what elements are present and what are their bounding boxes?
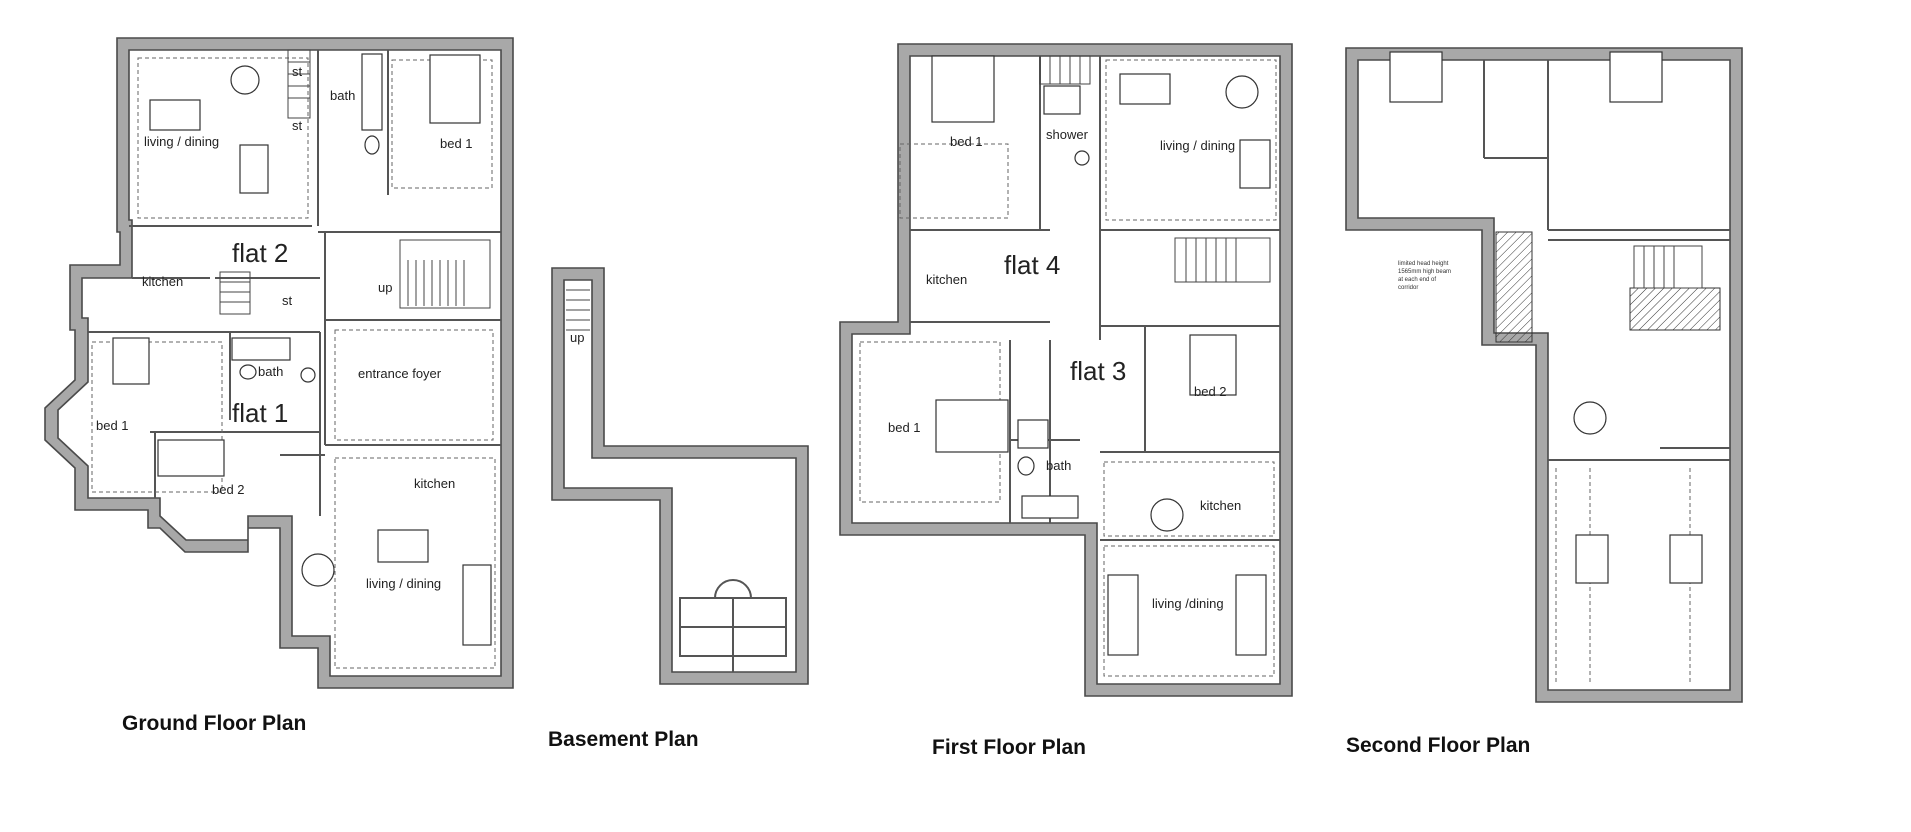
shower-tray-icon bbox=[1043, 85, 1081, 115]
armchair-icon bbox=[1107, 574, 1139, 656]
basement-window bbox=[679, 579, 787, 672]
ground-floor-plan: living / dining st st bath bed 1 flat 2 … bbox=[44, 37, 514, 735]
room-label-bed-1: bed 1 bbox=[96, 418, 129, 433]
sofa-icon bbox=[1119, 73, 1171, 105]
ground-outer-wall bbox=[44, 37, 514, 689]
plan-title-ground-floor: Ground Floor Plan bbox=[122, 712, 306, 735]
first-fixtures bbox=[931, 55, 1271, 656]
room-label-bed-1: bed 1 bbox=[888, 420, 921, 435]
armchair-icon bbox=[1575, 534, 1609, 584]
second-fixtures bbox=[1389, 51, 1703, 584]
bed-icon bbox=[1189, 334, 1237, 396]
sink-icon bbox=[300, 367, 316, 383]
room-label-bath: bath bbox=[1046, 458, 1071, 473]
stair-label-up: up bbox=[378, 280, 392, 295]
ground-inner-walls bbox=[88, 50, 501, 516]
room-label-bath: bath bbox=[258, 364, 283, 379]
bed-icon bbox=[931, 55, 995, 123]
shower-tray-icon bbox=[1017, 419, 1049, 449]
room-label-bath: bath bbox=[330, 88, 355, 103]
armchair-icon bbox=[1235, 574, 1267, 656]
first-outer-wall bbox=[839, 43, 1293, 697]
armchair-icon bbox=[1239, 139, 1271, 189]
room-label-living-dining: living /dining bbox=[1152, 596, 1224, 611]
flat-label-flat-1: flat 1 bbox=[232, 398, 288, 428]
room-label-living-dining: living / dining bbox=[1160, 138, 1235, 153]
ground-room-outlines bbox=[91, 57, 496, 669]
first-floor-plan: bed 1 shower living / dining flat 4 kitc… bbox=[839, 43, 1293, 759]
room-label-store: st bbox=[282, 293, 293, 308]
room-label-bed-2: bed 2 bbox=[1194, 384, 1227, 399]
second-outer-wall bbox=[1345, 47, 1743, 703]
room-label-bed-1: bed 1 bbox=[950, 134, 983, 149]
head-height-note: limited head height bbox=[1398, 261, 1449, 267]
second-beam-hatch bbox=[1495, 231, 1721, 343]
room-label-kitchen: kitchen bbox=[414, 476, 455, 491]
room-label-store: st bbox=[292, 64, 303, 79]
basement-outer-wall bbox=[551, 267, 809, 685]
room-label-bed-1: bed 1 bbox=[440, 136, 473, 151]
room-label-kitchen: kitchen bbox=[142, 274, 183, 289]
second-floor-plan: limited head height 1565mm high beam at … bbox=[1345, 47, 1743, 757]
plan-title-basement: Basement Plan bbox=[548, 728, 699, 751]
bed-icon bbox=[1609, 51, 1663, 103]
bed-icon bbox=[429, 54, 481, 124]
toilet-icon bbox=[239, 364, 257, 380]
flat-label-flat-3: flat 3 bbox=[1070, 356, 1126, 386]
bed-icon bbox=[157, 439, 225, 477]
bed-icon bbox=[1389, 51, 1443, 103]
basement-stairs bbox=[566, 289, 590, 331]
head-height-note: at each end of bbox=[1398, 277, 1436, 283]
sink-icon bbox=[1074, 150, 1090, 166]
sofa-icon bbox=[377, 529, 429, 563]
plan-title-first-floor: First Floor Plan bbox=[932, 736, 1086, 759]
room-label-store: st bbox=[292, 118, 303, 133]
room-label-kitchen: kitchen bbox=[1200, 498, 1241, 513]
head-height-note: 1565mm high beam bbox=[1398, 269, 1451, 275]
bed-icon bbox=[935, 399, 1009, 453]
basement-plan: up Basement Plan bbox=[548, 267, 809, 751]
flat-label-flat-2: flat 2 bbox=[232, 238, 288, 268]
room-label-living-dining: living / dining bbox=[144, 134, 219, 149]
toilet-icon bbox=[1017, 456, 1035, 476]
second-inner-walls bbox=[1483, 60, 1730, 461]
armchair-icon bbox=[462, 564, 492, 646]
first-stairs bbox=[1039, 55, 1271, 283]
dining-table-icon bbox=[301, 553, 335, 587]
room-label-kitchen: kitchen bbox=[926, 272, 967, 287]
plan-title-second-floor: Second Floor Plan bbox=[1346, 734, 1530, 757]
room-label-shower: shower bbox=[1046, 127, 1089, 142]
armchair-icon bbox=[1669, 534, 1703, 584]
bed-icon bbox=[112, 337, 150, 385]
toilet-icon bbox=[364, 135, 380, 155]
dining-table-icon bbox=[1150, 498, 1184, 532]
bath-tub-icon bbox=[1021, 495, 1079, 519]
flat-label-flat-4: flat 4 bbox=[1004, 250, 1060, 280]
ground-stairs bbox=[219, 49, 491, 315]
first-inner-walls bbox=[910, 56, 1280, 541]
dining-table-icon bbox=[1225, 75, 1259, 109]
bath-tub-icon bbox=[231, 337, 291, 361]
armchair-icon bbox=[239, 144, 269, 194]
second-stairs bbox=[1633, 245, 1703, 289]
room-label-living-dining: living / dining bbox=[366, 576, 441, 591]
room-label-bed-2: bed 2 bbox=[212, 482, 245, 497]
bath-tub-icon bbox=[361, 53, 383, 131]
stair-label-up: up bbox=[570, 330, 584, 345]
head-height-note: corridor bbox=[1398, 285, 1418, 291]
room-label-entrance-foyer: entrance foyer bbox=[358, 366, 442, 381]
dining-table-icon bbox=[230, 65, 260, 95]
sofa-icon bbox=[149, 99, 201, 131]
ground-fixtures bbox=[112, 53, 492, 646]
dining-table-icon bbox=[1573, 401, 1607, 435]
